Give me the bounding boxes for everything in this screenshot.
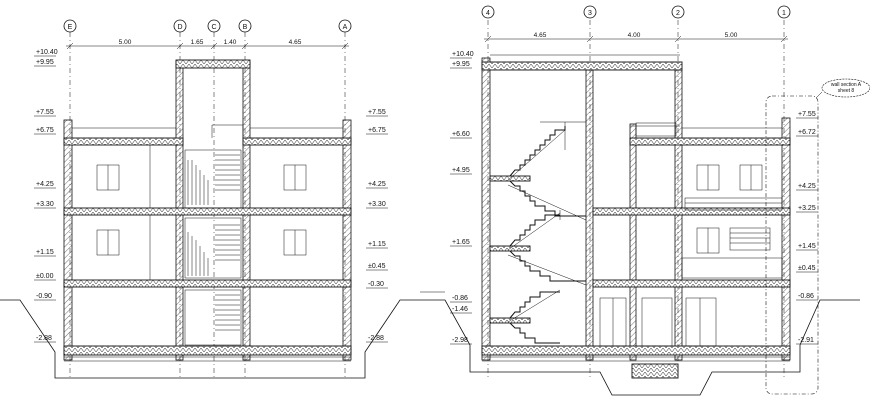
ground-line xyxy=(0,299,420,379)
right-details xyxy=(599,122,783,379)
left-levels-left: +10.40 +9.95 +7.55 +6.75 +4.25 +3.30 +1.… xyxy=(34,49,58,343)
level-label: +4.95 xyxy=(452,167,470,174)
right-levels-left: +10.40 +9.95 +6.60 +4.95 +1.65 -0.86 -1.… xyxy=(450,51,474,345)
wall-section-callout: wall section A sheet 8 xyxy=(765,78,870,395)
left-stair xyxy=(184,124,244,346)
level-label: -2.91 xyxy=(798,337,814,344)
ground-line xyxy=(420,299,860,396)
callout-line-2: sheet 8 xyxy=(838,88,855,94)
left-axis-lines xyxy=(69,32,346,380)
level-label: +7.55 xyxy=(368,109,386,116)
level-label: -2.88 xyxy=(36,335,52,342)
outer-wall xyxy=(481,57,491,361)
outer-wall xyxy=(63,119,73,361)
level-label: +3.30 xyxy=(36,201,54,208)
level-label: -1.46 xyxy=(452,306,468,313)
roof-slab xyxy=(481,61,683,71)
level-label: +4.25 xyxy=(798,183,816,190)
left-section: E D C B A 5.00 1.65 1.40 4.65 xyxy=(0,19,445,380)
level-label: +1.15 xyxy=(36,249,54,256)
level-label: ±0.45 xyxy=(798,265,816,272)
level-label: +1.45 xyxy=(798,243,816,250)
axis-label-3: 3 xyxy=(588,10,592,17)
level-label: +1.15 xyxy=(368,241,386,248)
left-axis-bubbles: E D C B A xyxy=(63,19,352,33)
level-label: -0.90 xyxy=(36,293,52,300)
dim-label: 4.65 xyxy=(289,39,302,46)
foundation-slab xyxy=(481,345,791,356)
level-label: +4.25 xyxy=(368,181,386,188)
roof-slab xyxy=(629,137,791,146)
level-label: +7.55 xyxy=(36,109,54,116)
right-levels-right: +7.55 +6.72 +4.25 +3.25 +1.45 ±0.45 -0.8… xyxy=(796,111,818,345)
right-section: 4 3 2 1 4.65 4.00 5.00 xyxy=(420,5,870,396)
level-label: +6.75 xyxy=(368,127,386,134)
level-label: +9.95 xyxy=(452,61,470,68)
level-label: +7.55 xyxy=(798,111,816,118)
level-label: +9.95 xyxy=(36,59,54,66)
level-label: +10.40 xyxy=(36,49,58,56)
level-label: ±0.00 xyxy=(36,273,54,280)
dim-label: 1.65 xyxy=(191,39,204,46)
dim-label: 4.00 xyxy=(628,32,641,39)
axis-label-2: 2 xyxy=(676,10,680,17)
floor-slab xyxy=(592,207,791,216)
axis-label-b: B xyxy=(243,24,248,31)
pit-slab xyxy=(631,363,679,379)
left-windows xyxy=(96,145,307,280)
roof-slab xyxy=(63,137,184,146)
dim-label: 5.00 xyxy=(119,39,132,46)
left-levels-right: +7.55 +6.75 +4.25 +3.30 +1.15 ±0.45 -0.3… xyxy=(366,109,388,343)
floor-slab xyxy=(63,207,352,216)
level-label: +3.25 xyxy=(798,205,816,212)
level-label: -2.88 xyxy=(368,335,384,342)
axis-label-a: A xyxy=(343,24,348,31)
level-label: -0.30 xyxy=(368,281,384,288)
level-label: +3.30 xyxy=(368,201,386,208)
roof-slab xyxy=(175,59,251,69)
right-stair xyxy=(507,121,587,344)
axis-label-c: C xyxy=(211,24,216,31)
callout-line-1: wall section A xyxy=(831,82,862,88)
axis-label-e: E xyxy=(68,24,73,31)
axis-label-1: 1 xyxy=(782,10,786,17)
dim-label: 5.00 xyxy=(725,32,738,39)
outer-wall xyxy=(781,117,791,361)
level-label: +10.40 xyxy=(452,51,474,58)
floor-slab xyxy=(63,279,352,288)
level-label: +6.75 xyxy=(36,127,54,134)
foundation-slab xyxy=(63,345,352,356)
axis-label-4: 4 xyxy=(486,10,490,17)
inner-wall xyxy=(585,69,594,361)
level-label: +1.65 xyxy=(452,239,470,246)
roof-slab xyxy=(242,137,352,146)
level-label: -0.86 xyxy=(452,295,468,302)
axis-label-d: D xyxy=(177,24,182,31)
right-dimension-line: 4.65 4.00 5.00 xyxy=(484,32,788,43)
level-label: ±0.45 xyxy=(368,263,386,270)
level-label: -2.98 xyxy=(452,337,468,344)
floor-slab xyxy=(592,279,791,288)
level-label: +6.72 xyxy=(798,129,816,136)
dim-label: 1.40 xyxy=(224,39,237,46)
level-label: +6.60 xyxy=(452,131,470,138)
level-label: +4.25 xyxy=(36,181,54,188)
right-axis-bubbles: 4 3 2 1 xyxy=(481,5,791,19)
left-dimension-line: 5.00 1.65 1.40 4.65 xyxy=(66,39,349,50)
inner-wall xyxy=(629,123,637,361)
dim-label: 4.65 xyxy=(534,32,547,39)
level-label: -0.86 xyxy=(798,293,814,300)
outer-wall xyxy=(342,119,352,361)
